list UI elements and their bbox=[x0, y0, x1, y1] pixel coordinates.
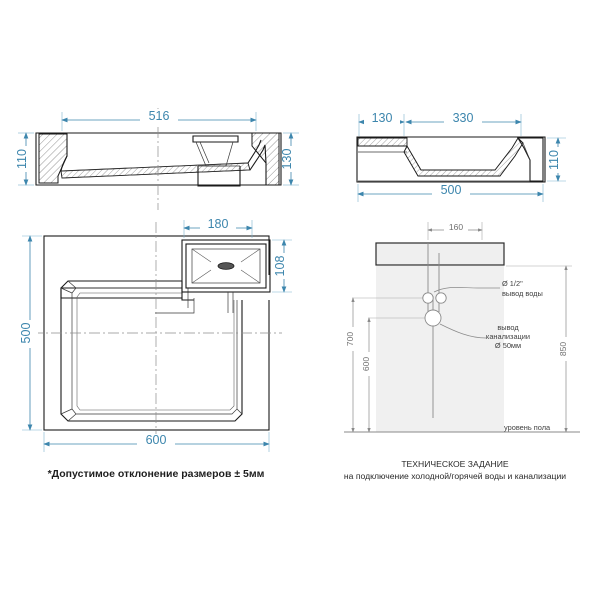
water-outlet-text-label: вывод воды bbox=[502, 289, 543, 298]
overflow-hole bbox=[217, 262, 235, 270]
dimension-516: 516 bbox=[61, 109, 257, 131]
dimension-600-plan: 600 bbox=[43, 432, 270, 452]
dimension-850-label: 850 bbox=[558, 342, 568, 356]
view-installation: 160 700 600 850 Ø 1/2" bbox=[344, 222, 580, 433]
leader-sewer bbox=[439, 323, 487, 339]
dimension-500-plan-label: 500 bbox=[19, 323, 33, 344]
dimension-600-plan-label: 600 bbox=[146, 433, 167, 447]
bowl-floor-section bbox=[60, 162, 251, 179]
dimension-110-side-label: 110 bbox=[547, 150, 561, 170]
dimension-130-side: 130 bbox=[358, 111, 405, 136]
dimension-130-right: 130 bbox=[280, 132, 299, 186]
bowl-outer-rim bbox=[60, 280, 243, 422]
dimension-700: 700 bbox=[345, 297, 360, 433]
dimension-160-label: 160 bbox=[449, 222, 463, 232]
dimension-130-side-label: 130 bbox=[372, 111, 393, 125]
dimension-700-label: 700 bbox=[345, 332, 355, 346]
water-outlet-hot bbox=[422, 292, 434, 304]
dimension-600-install: 600 bbox=[361, 317, 376, 433]
dimension-110-left-label: 110 bbox=[15, 149, 29, 169]
spec-title: ТЕХНИЧЕСКОЕ ЗАДАНИЕ bbox=[401, 459, 509, 469]
tolerance-note: *Допустимое отклонение размеров ± 5мм bbox=[48, 468, 265, 480]
dimension-160: 160 bbox=[427, 222, 483, 240]
dimension-110-left: 110 bbox=[15, 132, 34, 186]
spec-subtitle: на подключение холодной/горячей воды и к… bbox=[344, 471, 566, 481]
view-side-section: 130 330 110 bbox=[356, 111, 566, 202]
dimension-500-side: 500 bbox=[357, 183, 544, 202]
dimension-108-label: 108 bbox=[273, 256, 287, 277]
dimension-330-side: 330 bbox=[405, 111, 522, 136]
floor-level-label: уровень пола bbox=[504, 423, 551, 432]
dimension-110-side: 110 bbox=[547, 137, 566, 182]
sewer-diameter-label: Ø 50мм bbox=[495, 341, 521, 350]
tap-shelf-outline bbox=[181, 239, 271, 293]
wall-band bbox=[376, 266, 504, 432]
dimension-500-plan: 500 bbox=[19, 235, 42, 431]
sewer-outlet bbox=[424, 309, 442, 327]
water-outlet-diameter-label: Ø 1/2" bbox=[502, 279, 523, 288]
dimension-180-label: 180 bbox=[208, 217, 229, 231]
dimension-500-side-label: 500 bbox=[441, 183, 462, 197]
sink-side-bar bbox=[375, 242, 505, 266]
view-plan: 180 108 500 bbox=[19, 217, 292, 452]
dimension-850: 850 bbox=[506, 265, 573, 433]
dimension-600-install-label: 600 bbox=[361, 357, 371, 371]
sewer-label-line2: канализации bbox=[486, 332, 530, 341]
dimension-130-right-label: 130 bbox=[280, 149, 294, 170]
sewer-label-line1: вывод bbox=[497, 323, 519, 332]
bowl-profile-section bbox=[403, 137, 524, 177]
leader-water bbox=[433, 287, 500, 293]
view-front-section: 516 110 130 bbox=[15, 108, 299, 210]
dimension-516-label: 516 bbox=[149, 109, 170, 123]
water-outlet-cold bbox=[435, 292, 447, 304]
dimension-108: 108 bbox=[272, 239, 292, 293]
shelf-section bbox=[357, 137, 408, 147]
dimension-180: 180 bbox=[183, 217, 253, 238]
dimension-330-side-label: 330 bbox=[453, 111, 474, 125]
